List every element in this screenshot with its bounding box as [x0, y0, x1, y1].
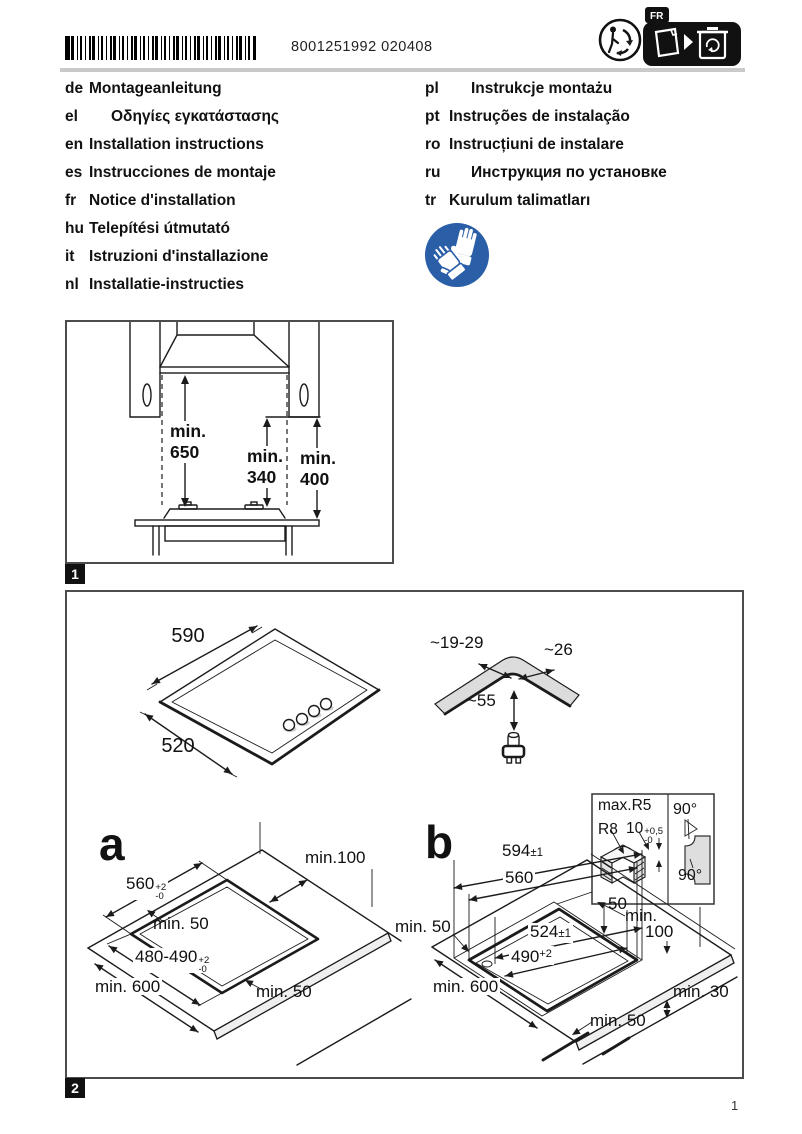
- dim-min-650: min.650: [169, 421, 207, 463]
- language-row: tr Kurulum talimatları: [425, 192, 775, 210]
- language-label: Instruções de instalação: [449, 108, 630, 125]
- language-code: de: [65, 80, 84, 97]
- language-code: el: [65, 108, 78, 125]
- header-divider: [60, 68, 745, 72]
- dim-min-340: min.340: [246, 446, 284, 488]
- hood-clearance-drawing: [129, 322, 321, 556]
- dim-b-counter-depth: min. 600: [431, 977, 501, 996]
- recycling-bin-icon: [697, 27, 728, 60]
- dim-b-front-clearance: min. 50: [590, 1011, 646, 1030]
- inset-max-radius: max.R5: [598, 797, 652, 814]
- diagram-a-letter: a: [99, 818, 125, 870]
- figure1-clearances: min.650 min.340 min.400: [65, 320, 394, 564]
- language-code: hu: [65, 220, 84, 237]
- dim-b-inner-depth: 490+2: [509, 946, 554, 966]
- language-label: Instrucciones de montaje: [89, 164, 276, 181]
- dim-b-right-clearance-val: 100: [645, 922, 674, 941]
- fr-sorting-label: FR: [643, 7, 741, 66]
- dim-b-inner-width: 560: [503, 868, 536, 887]
- language-label: Instrukcje montażu: [471, 80, 613, 97]
- diagram-a: [87, 822, 412, 1066]
- dim-a-front-clearance: min. 50: [256, 982, 312, 1001]
- hob-isometric: [139, 625, 381, 778]
- dim-b-edge-gap: 50: [608, 894, 627, 913]
- language-row: fr Notice d'installation: [65, 192, 415, 210]
- language-row: ro Instrucțiuni de instalare: [425, 136, 775, 154]
- figure1-badge: 1: [65, 564, 85, 584]
- language-code: pl: [425, 80, 439, 97]
- figure2-installation: 590 520 ~19-29 ~26 ~55 max.R5 R8 10+0,5-…: [65, 590, 744, 1079]
- inset-inner-radius: R8: [598, 821, 618, 838]
- language-label: Notice d'installation: [89, 192, 236, 209]
- fixing-clamp-icon: [501, 731, 526, 764]
- dim-a-back-clearance: min.100: [305, 848, 366, 867]
- dim-hob-width: 590: [171, 625, 205, 647]
- dim-min-400: min.400: [299, 448, 337, 490]
- language-code: ru: [425, 164, 441, 181]
- dim-corner-below: ~55: [467, 691, 496, 710]
- language-code: it: [65, 248, 75, 265]
- dim-a-depth: 480-490+2-0: [133, 947, 212, 975]
- inset-depth: 10+0,5-0: [626, 820, 664, 846]
- corner-detail: [434, 656, 580, 764]
- language-row: pt Instruções de instalação: [425, 108, 775, 126]
- language-code: es: [65, 164, 83, 181]
- country-tag: FR: [650, 11, 664, 22]
- language-row: el Οδηγίες εγκατάστασης: [65, 108, 415, 126]
- dim-b-outer-depth: 524±1: [528, 922, 574, 943]
- triman-recycling-icon: [598, 18, 642, 62]
- language-code: pt: [425, 108, 440, 125]
- language-row: hu Telepítési útmutató: [65, 220, 415, 238]
- dim-corner-left: ~19-29: [430, 633, 484, 652]
- language-label: Installation instructions: [89, 136, 264, 153]
- language-row: pl Instrukcje montażu: [425, 80, 775, 98]
- arrow-icon: [684, 34, 693, 50]
- language-row: en Installation instructions: [65, 136, 415, 154]
- inset-angle-bottom: 90°: [678, 867, 703, 884]
- language-label: Инструкция по установке: [471, 164, 667, 181]
- language-row: it Istruzioni d'installazione: [65, 248, 415, 266]
- language-row: es Instrucciones de montaje: [65, 164, 415, 182]
- dim-hob-depth: 520: [161, 735, 195, 757]
- dim-b-left-clearance: min. 50: [395, 917, 451, 936]
- dim-a-side-clearance: min. 50: [153, 914, 209, 933]
- language-code: fr: [65, 192, 77, 209]
- dim-corner-right: ~26: [544, 640, 573, 659]
- language-code: nl: [65, 276, 79, 293]
- language-label: Kurulum talimatları: [449, 192, 591, 209]
- dim-b-outer-width: 594±1: [500, 841, 546, 862]
- language-label: Installatie-instructies: [89, 276, 245, 293]
- language-row: ru Инструкция по установке: [425, 164, 775, 182]
- dim-b-front-thickness: min. 30: [673, 982, 729, 1001]
- language-list-right: pl Instrukcje montażu pt Instruções de ins…: [425, 80, 775, 220]
- document-number: 8001251992 020408: [291, 39, 433, 55]
- figure2-badge: 2: [65, 1078, 85, 1098]
- dim-a-width: 560+2-0: [124, 874, 169, 902]
- language-label: Instrucțiuni de instalare: [449, 136, 624, 153]
- dim-b-right-clearance-min: min.: [625, 906, 658, 925]
- language-code: en: [65, 136, 84, 153]
- language-row: de Montageanleitung: [65, 80, 415, 98]
- language-list-left: de Montageanleitung el Οδηγίες εγκατάσταση…: [65, 80, 415, 304]
- diagram-b-letter: b: [425, 816, 454, 868]
- barcode: [65, 36, 256, 60]
- wear-gloves-icon: [425, 223, 489, 287]
- paper-sheet-icon: [654, 27, 680, 58]
- language-label: Οδηγίες εγκατάστασης: [111, 108, 279, 125]
- language-label: Montageanleitung: [89, 80, 222, 97]
- language-row: nl Installatie-instructies: [65, 276, 415, 294]
- dim-a-counter-depth: min. 600: [93, 977, 163, 996]
- corner-radius-inset: [556, 793, 715, 905]
- installation-drawing: [87, 625, 738, 1066]
- page-number: 1: [731, 1098, 739, 1113]
- language-code: tr: [425, 192, 437, 209]
- inset-angle-top: 90°: [673, 801, 698, 818]
- language-code: ro: [425, 136, 441, 153]
- language-label: Istruzioni d'installazione: [89, 248, 269, 265]
- language-label: Telepítési útmutató: [89, 220, 230, 237]
